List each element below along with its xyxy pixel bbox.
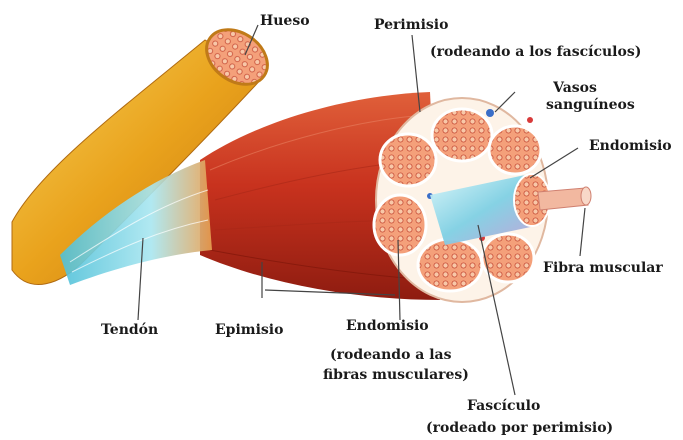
label-vasos-1: Vasos bbox=[540, 80, 610, 97]
label-endomisio-right: Endomisio bbox=[589, 138, 672, 155]
label-perimisio-sub: (rodeando a los fascículos) bbox=[430, 44, 641, 61]
label-endomisio-bottom: Endomisio bbox=[346, 318, 429, 335]
leader-fibra bbox=[580, 208, 585, 256]
label-endomisio-sub-1: (rodeando a las bbox=[330, 347, 452, 364]
label-perimisio: Perimisio bbox=[374, 17, 448, 34]
leader-vasos bbox=[495, 92, 515, 112]
label-fasciculo-sub: (rodeado por perimisio) bbox=[426, 420, 613, 437]
label-tendon: Tendón bbox=[101, 322, 158, 339]
label-vasos-2: sanguíneos bbox=[546, 97, 635, 114]
label-hueso: Hueso bbox=[260, 13, 310, 30]
label-epimisio: Epimisio bbox=[215, 322, 283, 339]
label-endomisio-sub-2: fibras musculares) bbox=[323, 367, 469, 384]
label-fibra-muscular: Fibra muscular bbox=[543, 260, 663, 277]
label-fasciculo: Fascículo bbox=[467, 398, 540, 415]
